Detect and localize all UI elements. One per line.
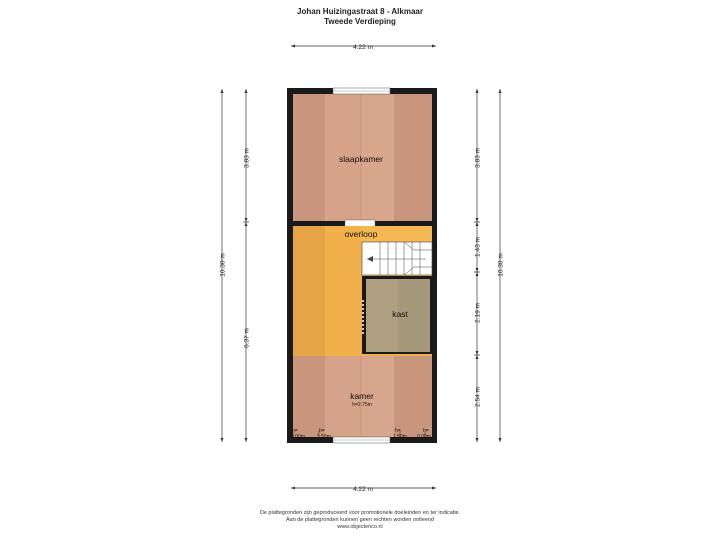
dim-top-width: 4.22 m [353,44,373,51]
dim-right-2: 1.43 m [475,237,482,257]
label-overloop: overloop [345,229,378,239]
dim-left-upper: 3.83 m [244,148,251,168]
title-block: Johan Huizingastraat 8 - Alkmaar Tweede … [0,7,720,27]
dim-left-lower: 6.37 m [244,328,251,348]
height-mark-right-a: 1.50m [393,434,407,440]
height-mark-left-a: 0.00m [291,434,305,440]
height-mark-left-a-label: h= [292,428,298,434]
website-link[interactable]: www.objectenco.nl [337,524,383,530]
door-opening [344,219,376,228]
page-title: Johan Huizingastraat 8 - Alkmaar [297,7,423,16]
dim-bottom-width: 4.22 m [353,486,373,493]
height-marker-lines [292,431,426,437]
stair-direction-arrow [367,256,373,262]
dim-right-3: 2.19 m [475,303,482,323]
label-kamer: kamer [350,391,374,401]
height-mark-right-b: 0.00m [417,434,431,440]
stair-opening [361,241,433,276]
height-mark-left-b: 1.50m [317,434,331,440]
label-slaapkamer: slaapkamer [339,154,383,164]
height-mark-left-b-label: h= [319,428,325,434]
disclaimer-line-2: Aan de plattegronden kunnen geen rechten… [285,517,434,523]
height-mark-right-b-label: h= [423,428,429,434]
dim-right-total: 10.30 m [498,253,505,277]
stair-steps [367,241,432,276]
dim-right-4: 2.54 m [475,387,482,407]
dim-left-total: 10.30 m [220,253,227,277]
page-subtitle: Tweede Verdieping [324,17,396,26]
label-kast: kast [392,309,408,319]
label-kamer-height: h=2.75m [352,402,372,408]
height-mark-right-a-label: h= [395,428,401,434]
disclaimer-footer: De plattegronden zijn geproduceerd voor … [0,510,720,531]
floor-plan [287,87,437,444]
dim-right-1: 3.83 m [475,148,482,168]
disclaimer-line-1: De plattegronden zijn geproduceerd voor … [259,510,461,516]
dimension-lines [220,44,502,490]
